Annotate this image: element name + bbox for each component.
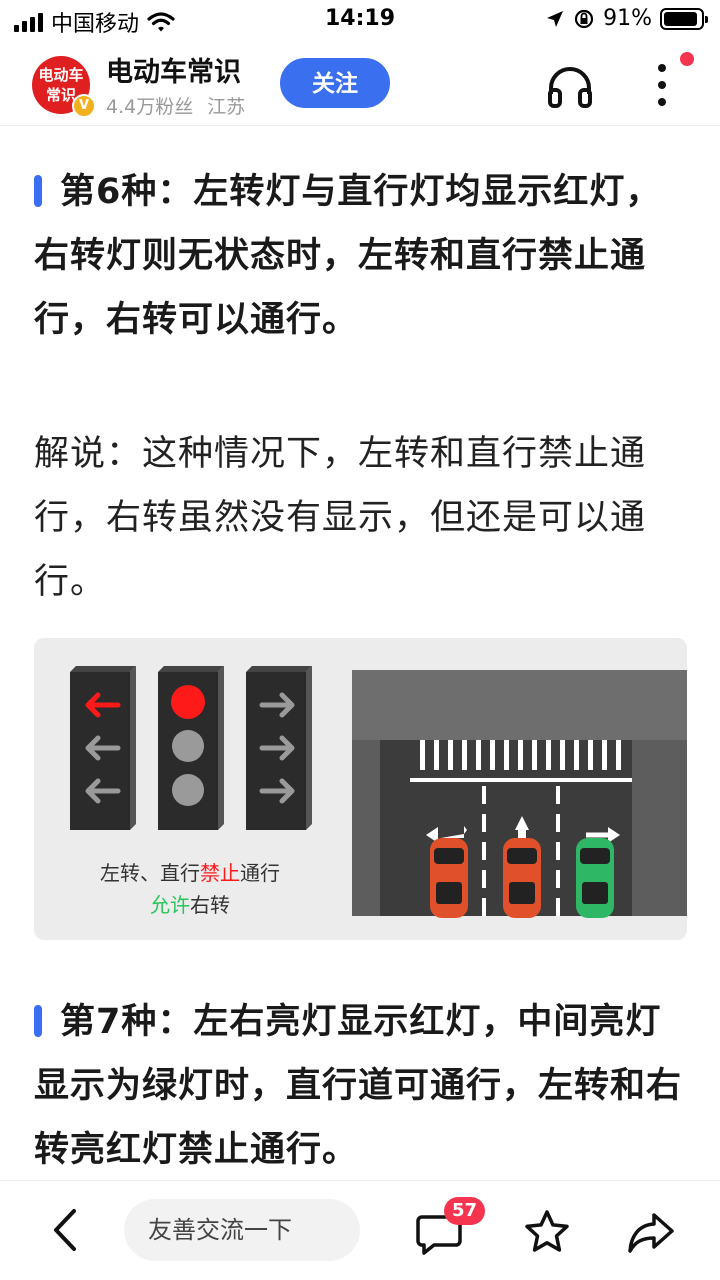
battery-icon	[660, 7, 708, 30]
straight-signal	[158, 666, 224, 830]
off-light-icon	[172, 730, 204, 762]
author-avatar[interactable]: 电动车 常识 V	[32, 56, 96, 118]
favorite-star-icon[interactable]	[522, 1207, 572, 1257]
author-name[interactable]: 电动车常识	[106, 57, 241, 88]
off-light-icon	[172, 774, 204, 806]
red-light-icon	[171, 685, 205, 719]
crosswalk	[420, 740, 621, 770]
author-meta: 4.4万粉丝江苏	[106, 92, 259, 119]
traffic-light-illustration[interactable]: 左转、直行禁止通行 允许右转	[34, 638, 687, 940]
right-arrow-icon	[259, 692, 295, 718]
car-straight	[503, 816, 541, 918]
right-arrow-icon	[259, 778, 295, 804]
follow-button[interactable]: 关注	[280, 58, 390, 108]
right-arrow-icon	[259, 735, 295, 761]
illustration-svg: 左转、直行禁止通行 允许右转	[70, 666, 687, 918]
red-left-arrow-icon	[85, 692, 121, 718]
heading-7-text: 第7种：左右亮灯显示红灯，中间亮灯显示为绿灯时，直行道可通行，左转和右转亮红灯禁…	[34, 1002, 683, 1170]
article-body: 第6种：左转灯与直行灯均显示红灯，右转灯则无状态时，左转和直行禁止通行，右转可以…	[34, 160, 690, 614]
location-arrow-icon	[547, 10, 564, 27]
notification-dot	[680, 52, 694, 66]
back-arrow-icon[interactable]	[48, 1205, 82, 1255]
cell-signal-icon	[14, 12, 43, 32]
avatar-text-line2: 常识	[45, 86, 76, 104]
status-bar: 中国移动 14:19 91%	[0, 0, 720, 40]
heading-6-text: 第6种：左转灯与直行灯均显示红灯，右转灯则无状态时，左转和直行禁止通行，右转可以…	[34, 172, 662, 340]
author-location: 江苏	[207, 96, 246, 118]
explanation-6: 解说：这种情况下，左转和直行禁止通行，右转虽然没有显示，但还是可以通行。	[34, 434, 647, 602]
follower-count: 4.4万粉丝	[106, 96, 194, 118]
section-heading-7: 第7种：左右亮灯显示红灯，中间亮灯显示为绿灯时，直行道可通行，左转和右转亮红灯禁…	[34, 990, 690, 1182]
right-turn-signal	[246, 666, 312, 830]
wifi-icon	[147, 12, 175, 32]
lane-markings	[482, 786, 560, 916]
more-options-icon[interactable]	[652, 62, 672, 108]
orientation-lock-icon	[574, 9, 594, 28]
headphone-icon[interactable]	[546, 64, 594, 108]
comment-count-badge: 57	[444, 1197, 486, 1225]
heading-accent-bar	[34, 1005, 42, 1037]
section-heading-6: 第6种：左转灯与直行灯均显示红灯，右转灯则无状态时，左转和直行禁止通行，右转可以…	[34, 160, 690, 352]
avatar-text-line1: 电动车	[38, 66, 84, 84]
comment-input[interactable]: 友善交流一下	[124, 1199, 360, 1261]
share-icon[interactable]	[626, 1207, 676, 1257]
status-left: 中国移动	[14, 6, 175, 38]
verified-badge-icon: V	[72, 94, 96, 118]
caption-line-2: 允许右转	[150, 893, 230, 917]
car-right-turn	[576, 827, 620, 918]
status-time: 14:19	[324, 6, 396, 31]
caption-line-1: 左转、直行禁止通行	[100, 861, 280, 885]
road-scene	[352, 670, 687, 918]
left-arrow-icon	[85, 735, 121, 761]
heading-accent-bar	[34, 175, 42, 207]
status-right: 91%	[545, 6, 708, 31]
car-left-turn	[426, 826, 468, 918]
left-arrow-icon	[85, 778, 121, 804]
left-turn-signal	[70, 666, 136, 830]
bottom-action-bar: 友善交流一下 57	[0, 1180, 720, 1280]
battery-percent: 91%	[603, 6, 652, 31]
carrier-name: 中国移动	[51, 12, 140, 37]
author-header: 电动车 常识 V 电动车常识 4.4万粉丝江苏 关注	[0, 44, 720, 126]
